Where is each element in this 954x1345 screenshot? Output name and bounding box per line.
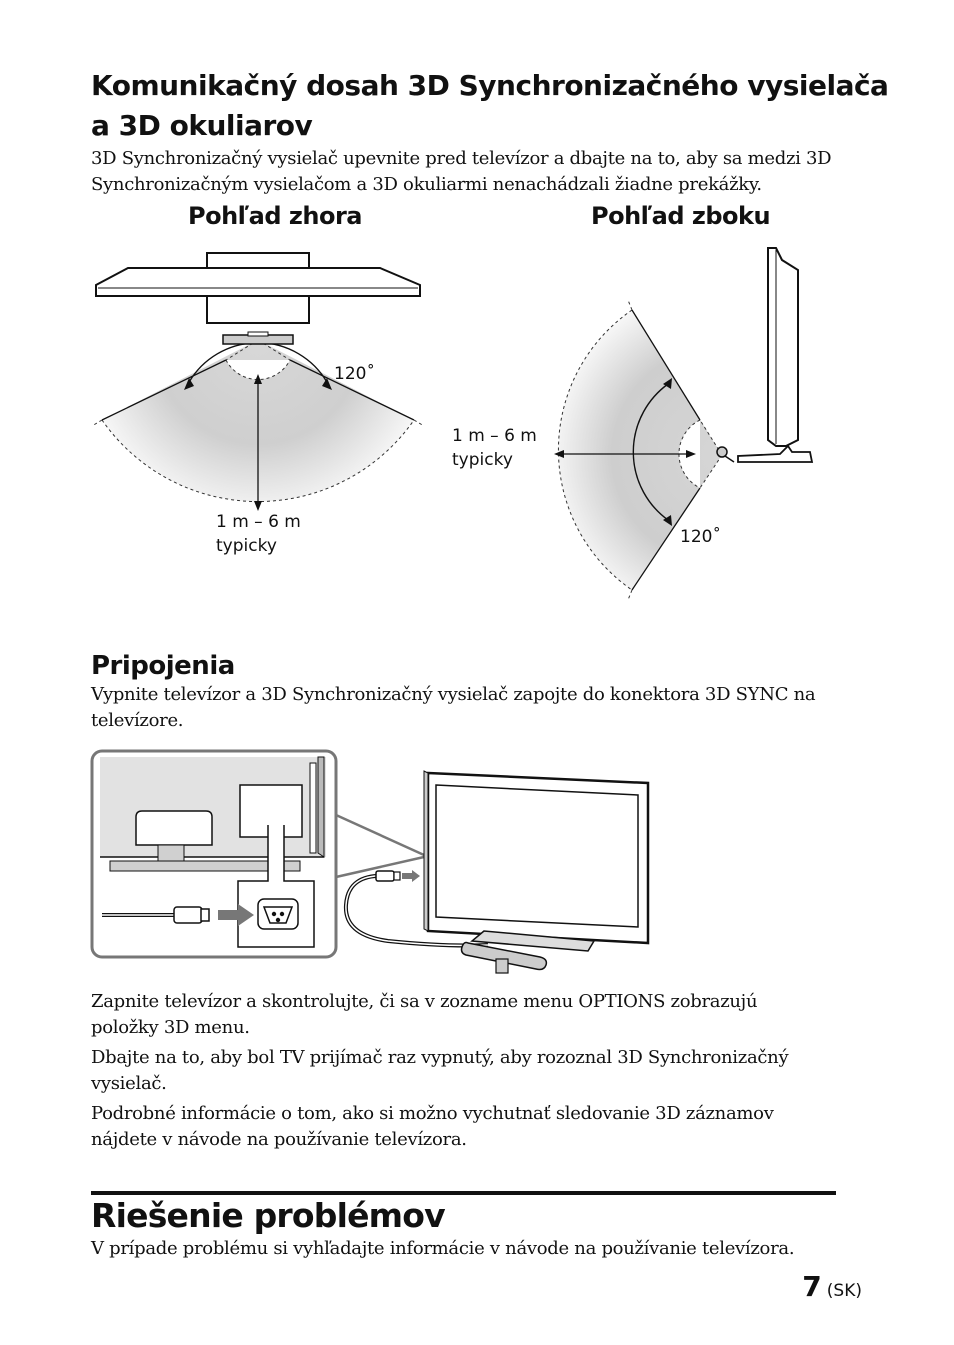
tv-side-view-icon <box>737 247 814 463</box>
side-range-fan <box>558 310 722 590</box>
troubleshooting-title: Riešenie problémov <box>91 1196 446 1235</box>
page-language: (SK) <box>826 1281 862 1301</box>
note-item: Podrobné informácie o tom, ako si možno … <box>91 1103 774 1150</box>
section-communication-range: Komunikačný dosah 3D Synchronizačného vy… <box>91 66 891 198</box>
side-angle-label: 120˚ <box>680 527 721 547</box>
section-title-line1: Komunikačný dosah 3D Synchronizačného vy… <box>91 69 889 102</box>
connection-diagram <box>90 749 650 974</box>
sync-transmitter-side-icon <box>716 446 735 463</box>
section-troubleshooting: Riešenie problémov V prípade problému si… <box>91 1196 891 1262</box>
note-item: Zapnite televízor a skontrolujte, či sa … <box>91 991 758 1038</box>
connections-paragraph-line2: televízore. <box>91 710 184 731</box>
section-connections: Pripojenia Vypnite televízor a 3D Synchr… <box>91 650 891 734</box>
notes-list: Zapnite televízor a skontrolujte, či sa … <box>91 989 871 1153</box>
sync-transmitter-icon <box>222 331 294 345</box>
section-paragraph-line1: 3D Synchronizačný vysielač upevnite pred… <box>91 148 832 169</box>
section-title-line2: a 3D okuliarov <box>91 109 313 142</box>
note-item: Dbajte na to, aby bol TV prijímač raz vy… <box>91 1047 789 1094</box>
side-view-diagram <box>554 247 814 601</box>
page-number-value: 7 <box>802 1270 822 1303</box>
side-view-title: Pohľad zboku <box>591 202 771 230</box>
3d-sync-connector-icon <box>257 898 299 930</box>
tv-front-icon <box>423 770 650 952</box>
side-range-label: 1 m – 6 m typicky <box>452 426 537 470</box>
top-range-label: 1 m – 6 m typicky <box>216 512 301 556</box>
page-number: 7 (SK) <box>802 1270 862 1303</box>
tv-top-view-icon <box>95 252 421 324</box>
troubleshooting-paragraph: V prípade problému si vyhľadajte informá… <box>91 1238 795 1259</box>
top-view-title: Pohľad zhora <box>188 202 362 230</box>
top-angle-label: 120˚ <box>334 364 375 384</box>
connections-title: Pripojenia <box>91 651 235 681</box>
top-view-diagram <box>91 252 425 511</box>
sync-transmitter-icon-front <box>460 941 548 974</box>
section-divider <box>91 1191 836 1195</box>
section-paragraph-line2: Synchronizačným vysielačom a 3D okuliarm… <box>91 174 762 195</box>
connections-paragraph-line1: Vypnite televízor a 3D Synchronizačný vy… <box>91 684 816 705</box>
